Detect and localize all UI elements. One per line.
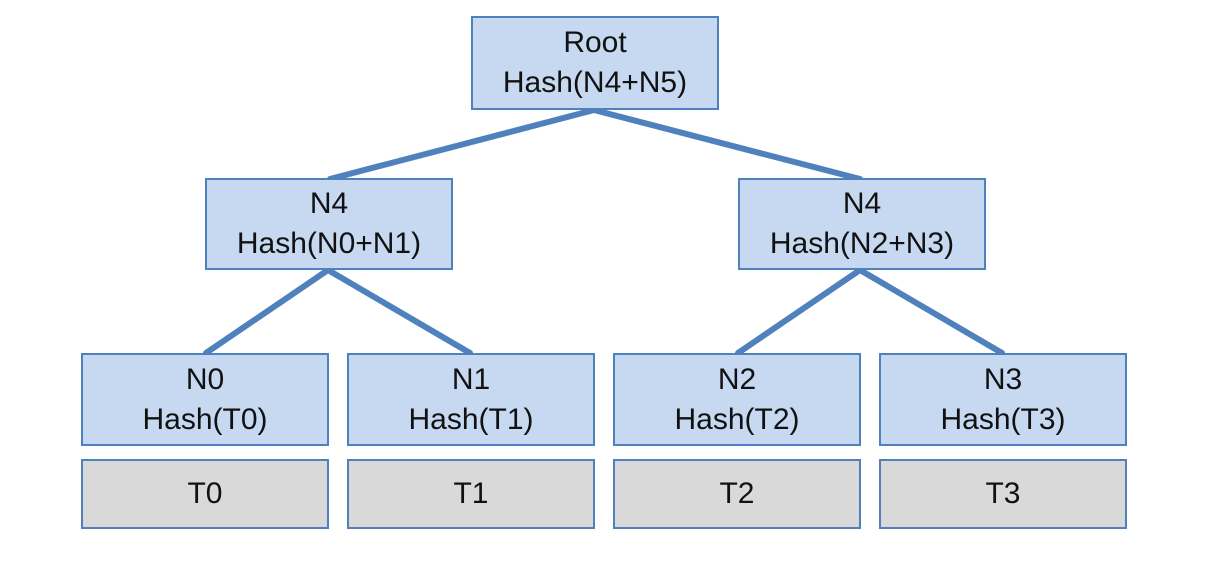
root-node-name: Root xyxy=(563,26,627,59)
transaction-label: T0 xyxy=(187,477,223,510)
edge-left-n0 xyxy=(203,267,331,356)
root-node-hash: Hash(N4+N5) xyxy=(502,66,688,99)
node-hash: Hash(T1) xyxy=(408,402,534,436)
node-name: N4 xyxy=(309,187,349,220)
transaction-box-t3: T3 xyxy=(879,459,1127,529)
root-node: Root Hash(N4+N5) xyxy=(471,16,719,110)
leaf-node-n3: N3 Hash(T3) xyxy=(879,353,1127,446)
leaf-node-n2: N2 Hash(T2) xyxy=(613,353,861,446)
leaf-node-n1: N1 Hash(T1) xyxy=(347,353,595,446)
transaction-box-t0: T0 xyxy=(81,459,329,529)
transaction-label: T1 xyxy=(453,477,489,510)
node-name: N0 xyxy=(185,362,225,396)
node-name: N2 xyxy=(717,362,757,396)
edge-root-right xyxy=(591,107,863,182)
node-hash: Hash(N2+N3) xyxy=(769,227,955,260)
transaction-label: T2 xyxy=(719,477,755,510)
transaction-box-t1: T1 xyxy=(347,459,595,529)
node-name: N1 xyxy=(451,362,491,396)
edge-root-left xyxy=(327,107,597,182)
edge-left-n1 xyxy=(325,267,473,356)
transaction-label: T3 xyxy=(985,477,1021,510)
node-hash: Hash(T2) xyxy=(674,402,800,436)
node-n4-right: N4 Hash(N2+N3) xyxy=(738,178,986,270)
leaf-node-n0: N0 Hash(T0) xyxy=(81,353,329,446)
node-name: N3 xyxy=(983,362,1023,396)
node-hash: Hash(T3) xyxy=(940,402,1066,436)
node-hash: Hash(T0) xyxy=(142,402,268,436)
node-hash: Hash(N0+N1) xyxy=(236,227,422,260)
edge-right-n3 xyxy=(857,267,1005,356)
transaction-box-t2: T2 xyxy=(613,459,861,529)
node-name: N4 xyxy=(842,187,882,220)
node-n4-left: N4 Hash(N0+N1) xyxy=(205,178,453,270)
edge-right-n2 xyxy=(735,267,863,356)
